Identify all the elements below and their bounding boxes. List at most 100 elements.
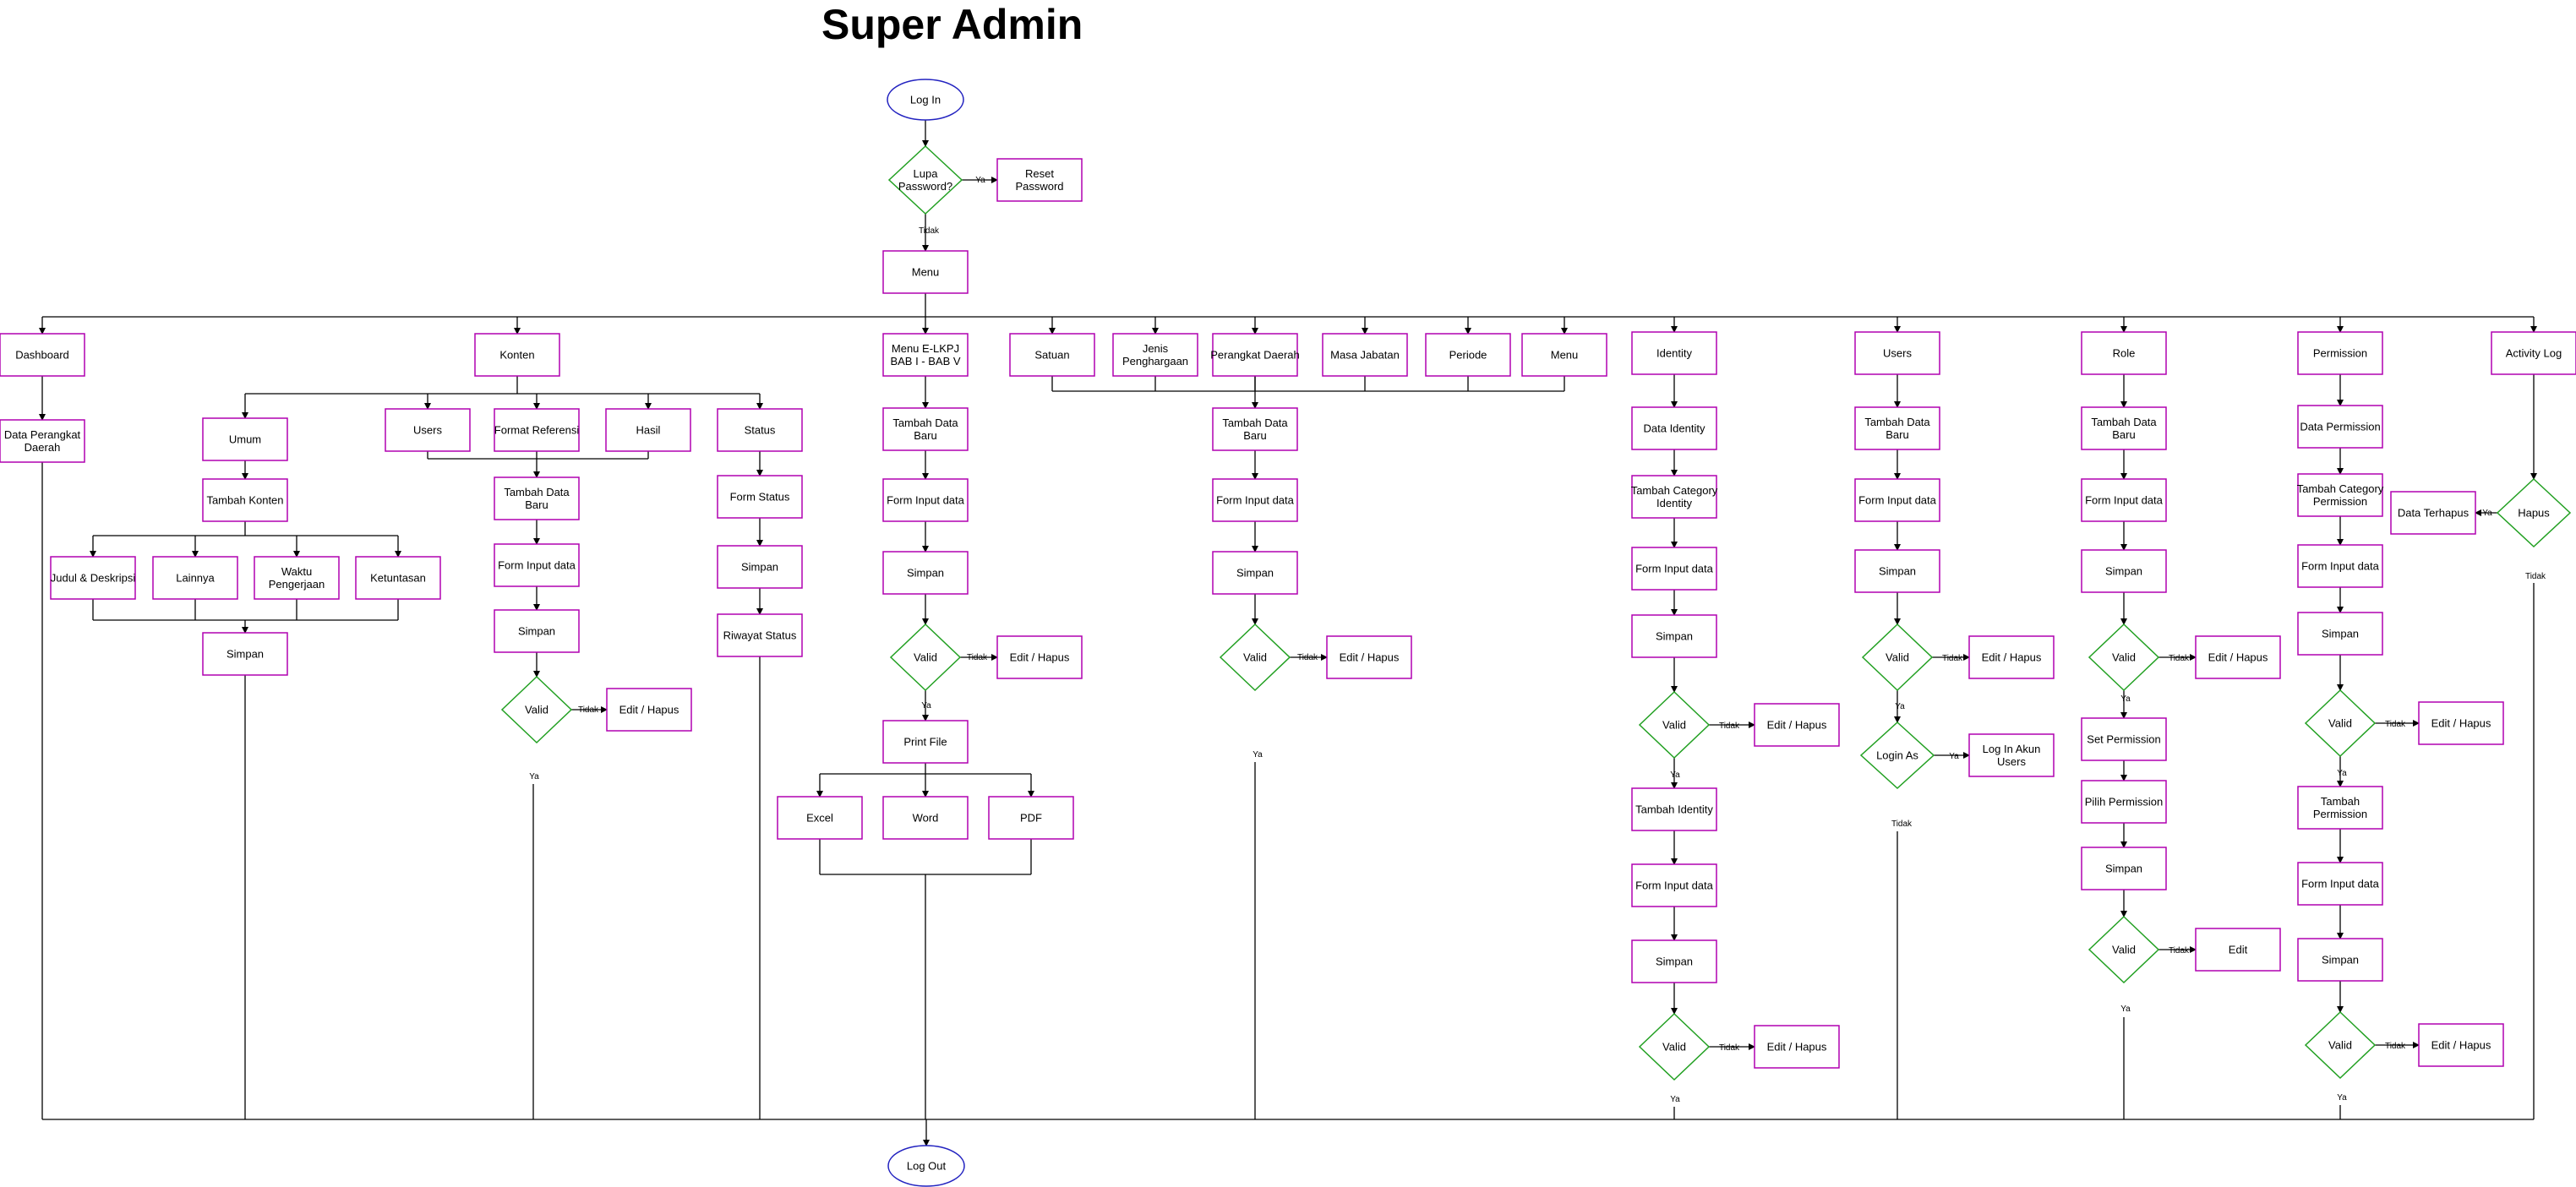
diagram-title: Super Admin (821, 1, 1083, 48)
node-excel: Excel (777, 796, 863, 840)
node-label: Valid (1243, 651, 1267, 664)
node-simp-r2: Simpan (2081, 847, 2167, 890)
node-label: Identity (1656, 347, 1692, 360)
node-label: Masa Jabatan (1330, 349, 1400, 362)
node-simp-p2: Simpan (2297, 938, 2383, 982)
node-label: Tambah Identity (1635, 803, 1713, 816)
node-fstat: Form Status (717, 475, 803, 519)
node-label: Lainnya (176, 572, 215, 585)
node-dperm: Data Permission (2297, 405, 2383, 449)
node-eh-p1: Edit / Hapus (2418, 701, 2504, 745)
node-label: Riwayat Status (723, 629, 797, 642)
node-label: Status (745, 424, 776, 437)
node-val-r2: Valid (2088, 915, 2160, 984)
node-label: Simpan (741, 561, 778, 574)
node-label: Edit / Hapus (2431, 1039, 2491, 1052)
node-label: Edit / Hapus (2431, 717, 2491, 730)
edge-label-tidak: Tidak (1891, 819, 1913, 829)
edge-label-tidak: Tidak (2525, 572, 2546, 581)
node-label: Data Terhapus (2398, 507, 2470, 520)
node-label: Valid (914, 651, 937, 664)
node-menu2: Menu (1521, 333, 1607, 377)
node-val-k: Valid (500, 675, 573, 744)
node-label: Simpan (1656, 630, 1693, 643)
edge-label-tidak: Tidak (1942, 654, 1963, 663)
node-simp-k: Simpan (494, 609, 580, 653)
node-label: Valid (1886, 651, 1909, 664)
edge-label-tidak: Tidak (2169, 654, 2190, 663)
node-fref: Format Referensi (494, 408, 580, 452)
node-label: Users (413, 424, 442, 437)
node-label: Role (2113, 347, 2136, 360)
node-label: Valid (2328, 1039, 2352, 1052)
edge-label-tidak: Tidak (1719, 1043, 1740, 1053)
edge-label-ya: Ya (921, 701, 931, 711)
node-eh-i1: Edit / Hapus (1754, 703, 1840, 747)
node-label: Data Permission (2300, 421, 2380, 433)
node-label: Set Permission (2087, 733, 2160, 746)
node-loginas: Login As (1859, 721, 1935, 790)
node-ti: Tambah Identity (1631, 787, 1717, 831)
node-label: Simpan (1236, 567, 1274, 580)
node-fid-p1: Form Input data (2297, 544, 2383, 588)
node-jd: Judul & Deskripsi (50, 556, 136, 600)
node-label: Judul & Deskripsi (51, 572, 136, 585)
node-val-p2: Valid (2304, 1010, 2377, 1080)
node-simp-s: Simpan (717, 545, 803, 589)
node-dash: Dashboard (0, 333, 85, 377)
node-label: Edit / Hapus (1767, 719, 1827, 732)
node-print: Print File (882, 720, 969, 764)
node-label: Print File (903, 736, 947, 749)
edge-label-tidak: Tidak (578, 705, 599, 715)
node-label: Data Identity (1644, 422, 1706, 435)
node-pd: Perangkat Daerah (1210, 333, 1300, 377)
node-label: Edit / Hapus (1340, 651, 1400, 664)
node-label: Simpan (2322, 628, 2359, 640)
node-label: Dashboard (15, 349, 69, 362)
node-fid-l: Form Input data (882, 478, 969, 522)
node-label: Excel (806, 812, 833, 825)
node-label: Permission (2313, 347, 2367, 360)
node-label: Form Input data (1216, 494, 1295, 507)
node-simp-l: Simpan (882, 551, 969, 595)
edge-label-tidak: Tidak (1719, 721, 1740, 731)
node-word: Word (882, 796, 969, 840)
node-label: Periode (1449, 349, 1487, 362)
node-label: Edit / Hapus (619, 704, 679, 716)
edge-label-tidak: Tidak (2385, 1042, 2406, 1051)
node-label: Simpan (907, 567, 944, 580)
node-label: Konten (499, 349, 534, 362)
node-label: Log In (910, 94, 941, 106)
node-label: Activity Log (2506, 347, 2562, 360)
node-simp-m: Simpan (1212, 551, 1298, 595)
node-hapus: Hapus (2496, 477, 2572, 548)
node-label: Edit / Hapus (1982, 651, 2042, 664)
node-perm: Permission (2297, 331, 2383, 375)
node-did: Data Identity (1631, 406, 1717, 450)
node-simp-r: Simpan (2081, 549, 2167, 593)
node-dterh: Data Terhapus (2390, 491, 2476, 535)
node-simp-i2: Simpan (1631, 939, 1717, 983)
node-fid-r: Form Input data (2081, 478, 2167, 522)
node-val-p1: Valid (2304, 689, 2377, 758)
node-mj: Masa Jabatan (1322, 333, 1408, 377)
node-label: Simpan (2105, 565, 2142, 578)
node-ket: Ketuntasan (355, 556, 441, 600)
node-fid-u: Form Input data (1854, 478, 1940, 522)
node-alog: Activity Log (2491, 331, 2576, 375)
node-ident: Identity (1631, 331, 1717, 375)
